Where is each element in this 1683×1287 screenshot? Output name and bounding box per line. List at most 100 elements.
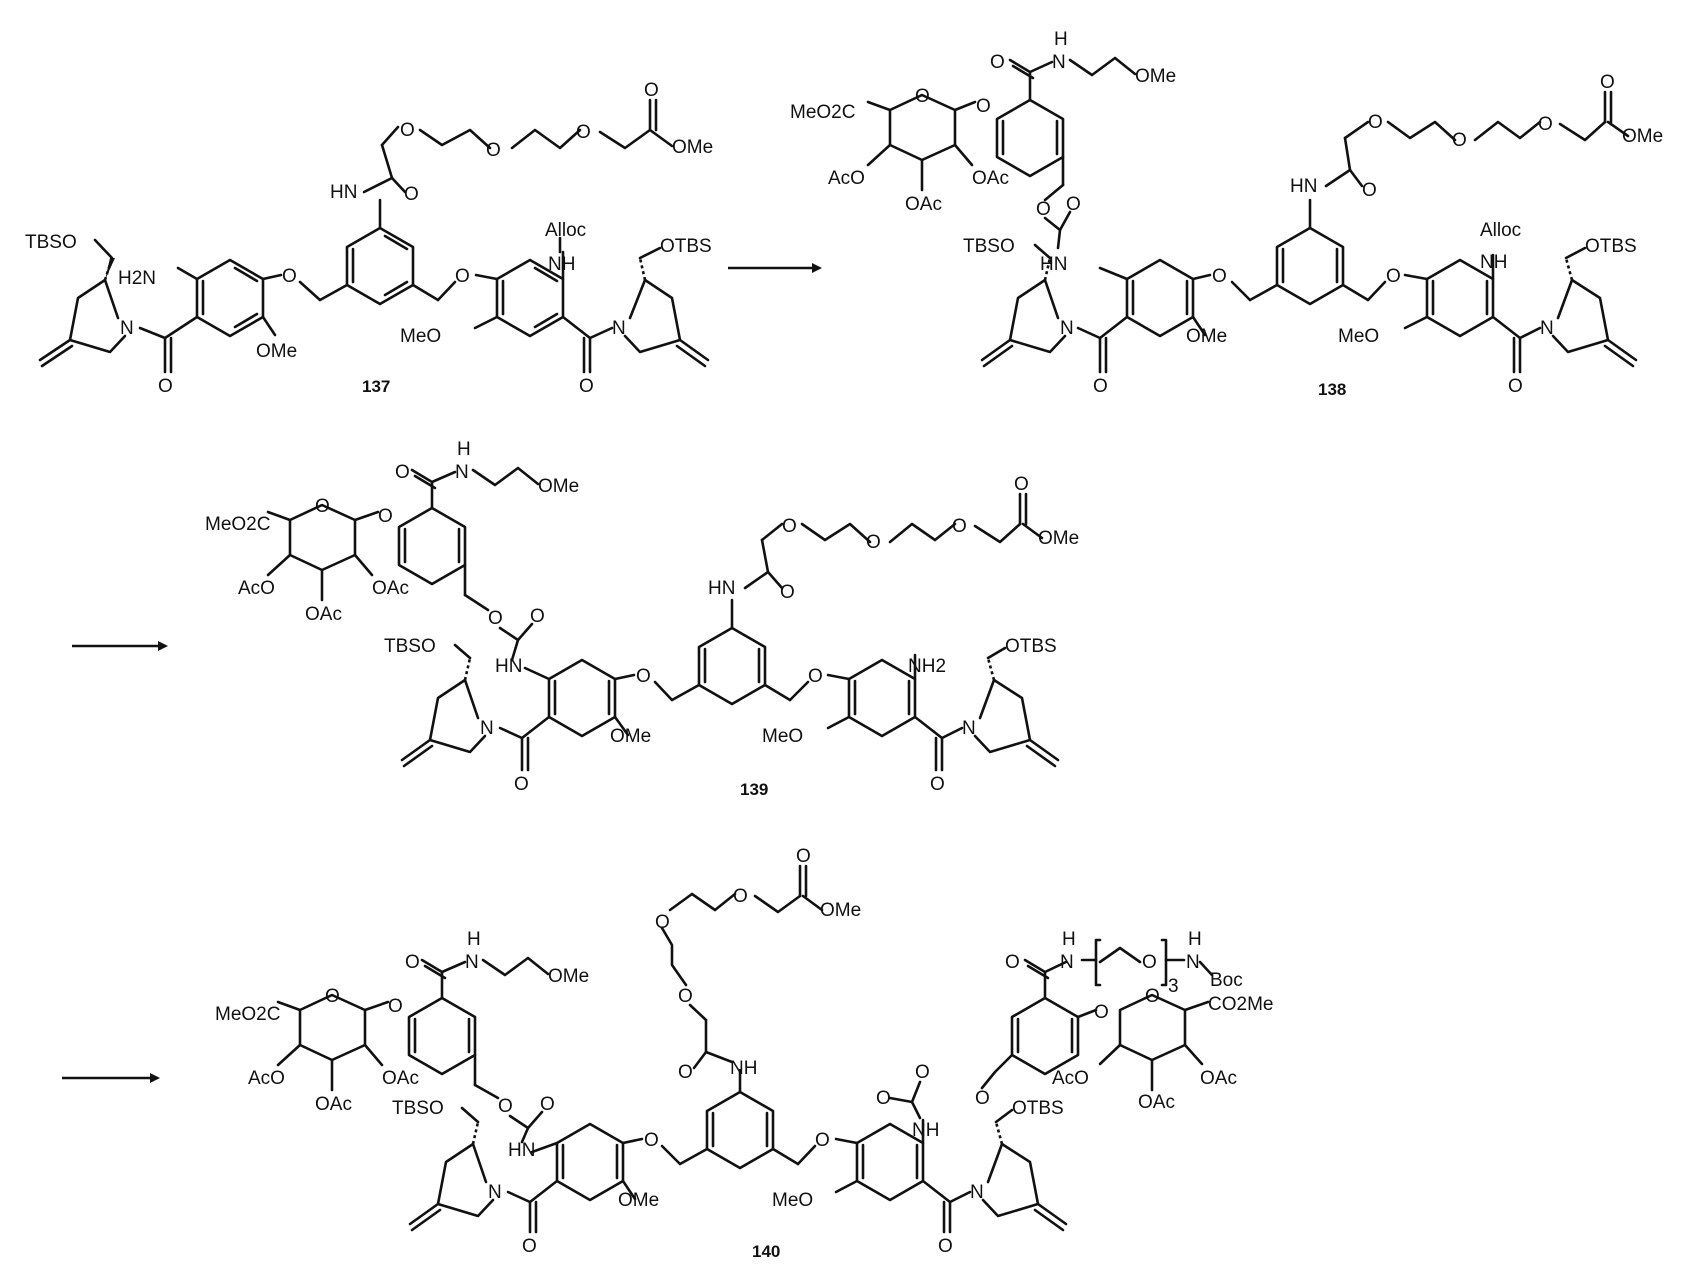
atom-n: N [970,1182,984,1203]
atom-meo2c: MeO2C [790,102,855,123]
atom-otbs: OTBS [1012,1098,1064,1119]
atom-o: O [782,516,797,537]
compound-label-139: 139 [740,780,768,799]
atom-o: O [915,86,930,107]
atom-o: O [1538,114,1553,135]
atom-o: O [976,96,991,117]
atom-ome: OMe [538,476,579,497]
reaction-arrow-1 [728,263,822,273]
atom-meo2c: MeO2C [215,1004,280,1025]
atom-hn: HN [1040,254,1067,275]
atom-ome: OMe [820,900,861,921]
atom-meo2c: MeO2C [205,514,270,535]
atom-h: H [457,439,471,460]
atom-alloc: Alloc [1480,220,1521,241]
atom-hn: HN [1290,176,1317,197]
atom-o: O [1014,474,1029,495]
atom-hn: HN [330,182,357,203]
atom-otbs: OTBS [660,236,712,257]
atom-hn: HN [708,578,735,599]
atom-o: O [388,996,403,1017]
atom-h: H [1188,929,1202,950]
atom-oac: OAc [1200,1068,1237,1089]
atom-tbso: TBSO [963,236,1015,257]
atom-o: O [486,140,501,161]
atom-o: O [514,774,529,795]
atom-n: N [480,718,494,739]
atom-ome: OMe [672,137,713,158]
atom-n: N [488,1182,502,1203]
atom-o: O [325,986,340,1007]
subscript-3: 3 [1168,976,1179,997]
atom-o: O [1145,986,1160,1007]
atom-o: O [400,120,415,141]
atom-o: O [315,496,330,517]
compound-137: HN O O O O O OMe O O OMe H2N [25,80,713,397]
atom-h: H [1062,929,1076,950]
atom-alloc: Alloc [545,220,586,241]
atom-o: O [678,1062,693,1083]
atom-hn: HN [508,1140,535,1161]
atom-hn: HN [495,656,522,677]
atom-o: O [378,506,393,527]
atom-o: O [530,606,545,627]
atom-ome: OMe [1038,528,1079,549]
atom-boc: Boc [1210,970,1243,991]
atom-ome: OMe [1622,126,1663,147]
atom-nh: NH [548,254,575,275]
atom-o: O [1142,952,1157,973]
atom-co2me: CO2Me [1208,994,1273,1015]
atom-o: O [158,376,173,397]
atom-o: O [488,608,503,629]
atom-o: O [952,516,967,537]
atom-o: O [1508,376,1523,397]
atom-o: O [990,52,1005,73]
atom-tbso: TBSO [392,1098,444,1119]
reaction-arrow-3 [62,1073,160,1083]
atom-oac: OAc [372,578,409,599]
atom-o: O [395,462,410,483]
atom-n: N [1052,52,1066,73]
atom-o: O [733,886,748,907]
atom-h: H [1054,29,1068,50]
atom-oac: OAc [382,1068,419,1089]
atom-o: O [930,774,945,795]
atom-nh2: NH2 [908,656,946,677]
atom-n: N [465,952,479,973]
atom-o: O [915,1062,930,1083]
atom-meo: MeO [400,326,441,347]
atom-aco: AcO [248,1068,285,1089]
atom-otbs: OTBS [1005,636,1057,657]
atom-aco: AcO [1052,1068,1089,1089]
atom-o: O [1452,130,1467,151]
atom-o: O [815,1130,830,1151]
atom-oac: OAc [315,1094,352,1115]
atom-aco: AcO [238,578,275,599]
atom-ome: OMe [548,966,589,987]
atom-o: O [405,952,420,973]
reaction-arrow-2 [72,641,168,651]
atom-o: O [975,1088,990,1109]
atom-o: O [678,986,693,1007]
atom-o: O [498,1096,513,1117]
atom-n: N [1540,318,1554,339]
atom-o: O [455,266,470,287]
atom-o: O [404,184,419,205]
atom-n: N [455,462,469,483]
atom-nh: NH [730,1058,757,1079]
atom-o: O [1386,266,1401,287]
atom-o: O [579,376,594,397]
atom-o: O [644,1130,659,1151]
atom-o: O [938,1236,953,1257]
atom-tbso: TBSO [25,232,77,253]
atom-o: O [540,1094,555,1115]
atom-o: O [876,1088,891,1109]
atom-o: O [808,666,823,687]
atom-n: N [612,318,626,339]
atom-o: O [636,666,651,687]
atom-o: O [1212,266,1227,287]
atom-n: N [962,718,976,739]
compound-label-140: 140 [752,1242,780,1261]
atom-n: N [1060,952,1074,973]
